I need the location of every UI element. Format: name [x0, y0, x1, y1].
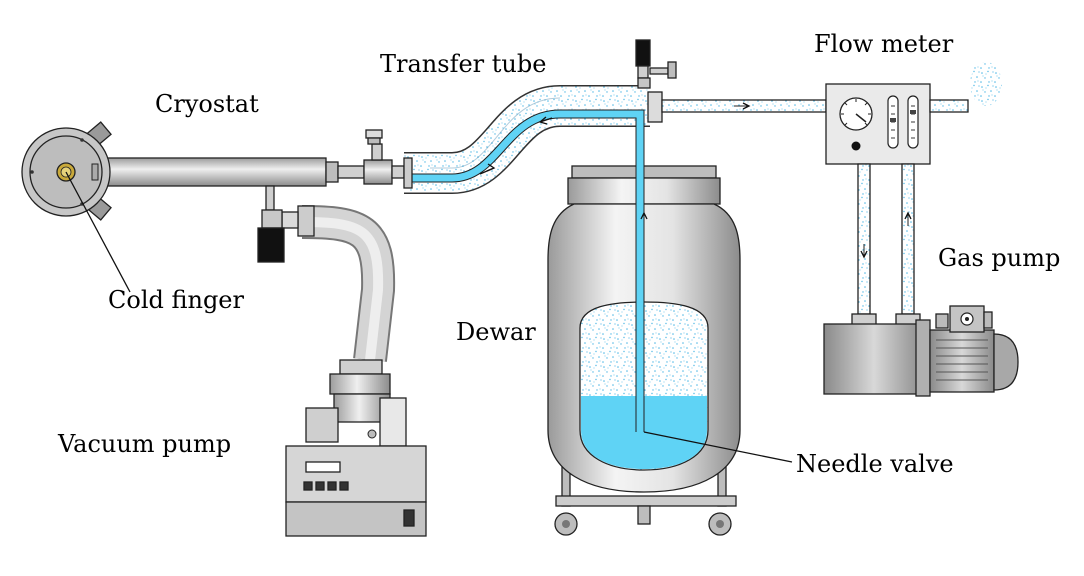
motor-icon [930, 306, 1018, 392]
gas-pump [824, 306, 1018, 396]
flow-meter-pump-lines [858, 164, 914, 314]
gas-return-pipe [648, 92, 826, 122]
label-dewar: Dewar [456, 318, 536, 346]
label-gas-pump: Gas pump [938, 244, 1060, 272]
label-cold-finger: Cold finger [108, 286, 245, 314]
exhaust-puff [970, 62, 1002, 106]
label-cryostat: Cryostat [155, 90, 259, 118]
label-flow-meter: Flow meter [814, 30, 954, 58]
flow-meter [826, 84, 968, 164]
label-vacuum-pump: Vacuum pump [57, 430, 231, 458]
needle-valve-knob-icon [636, 40, 676, 88]
vacuum-valve-icon [258, 210, 284, 262]
label-transfer-tube: Transfer tube [380, 50, 546, 78]
cryostat-top-valve-icon [366, 130, 382, 160]
vacuum-pump [286, 360, 426, 536]
vacuum-hose [282, 206, 378, 360]
cryostat [22, 122, 404, 220]
label-needle-valve: Needle valve [796, 450, 954, 478]
